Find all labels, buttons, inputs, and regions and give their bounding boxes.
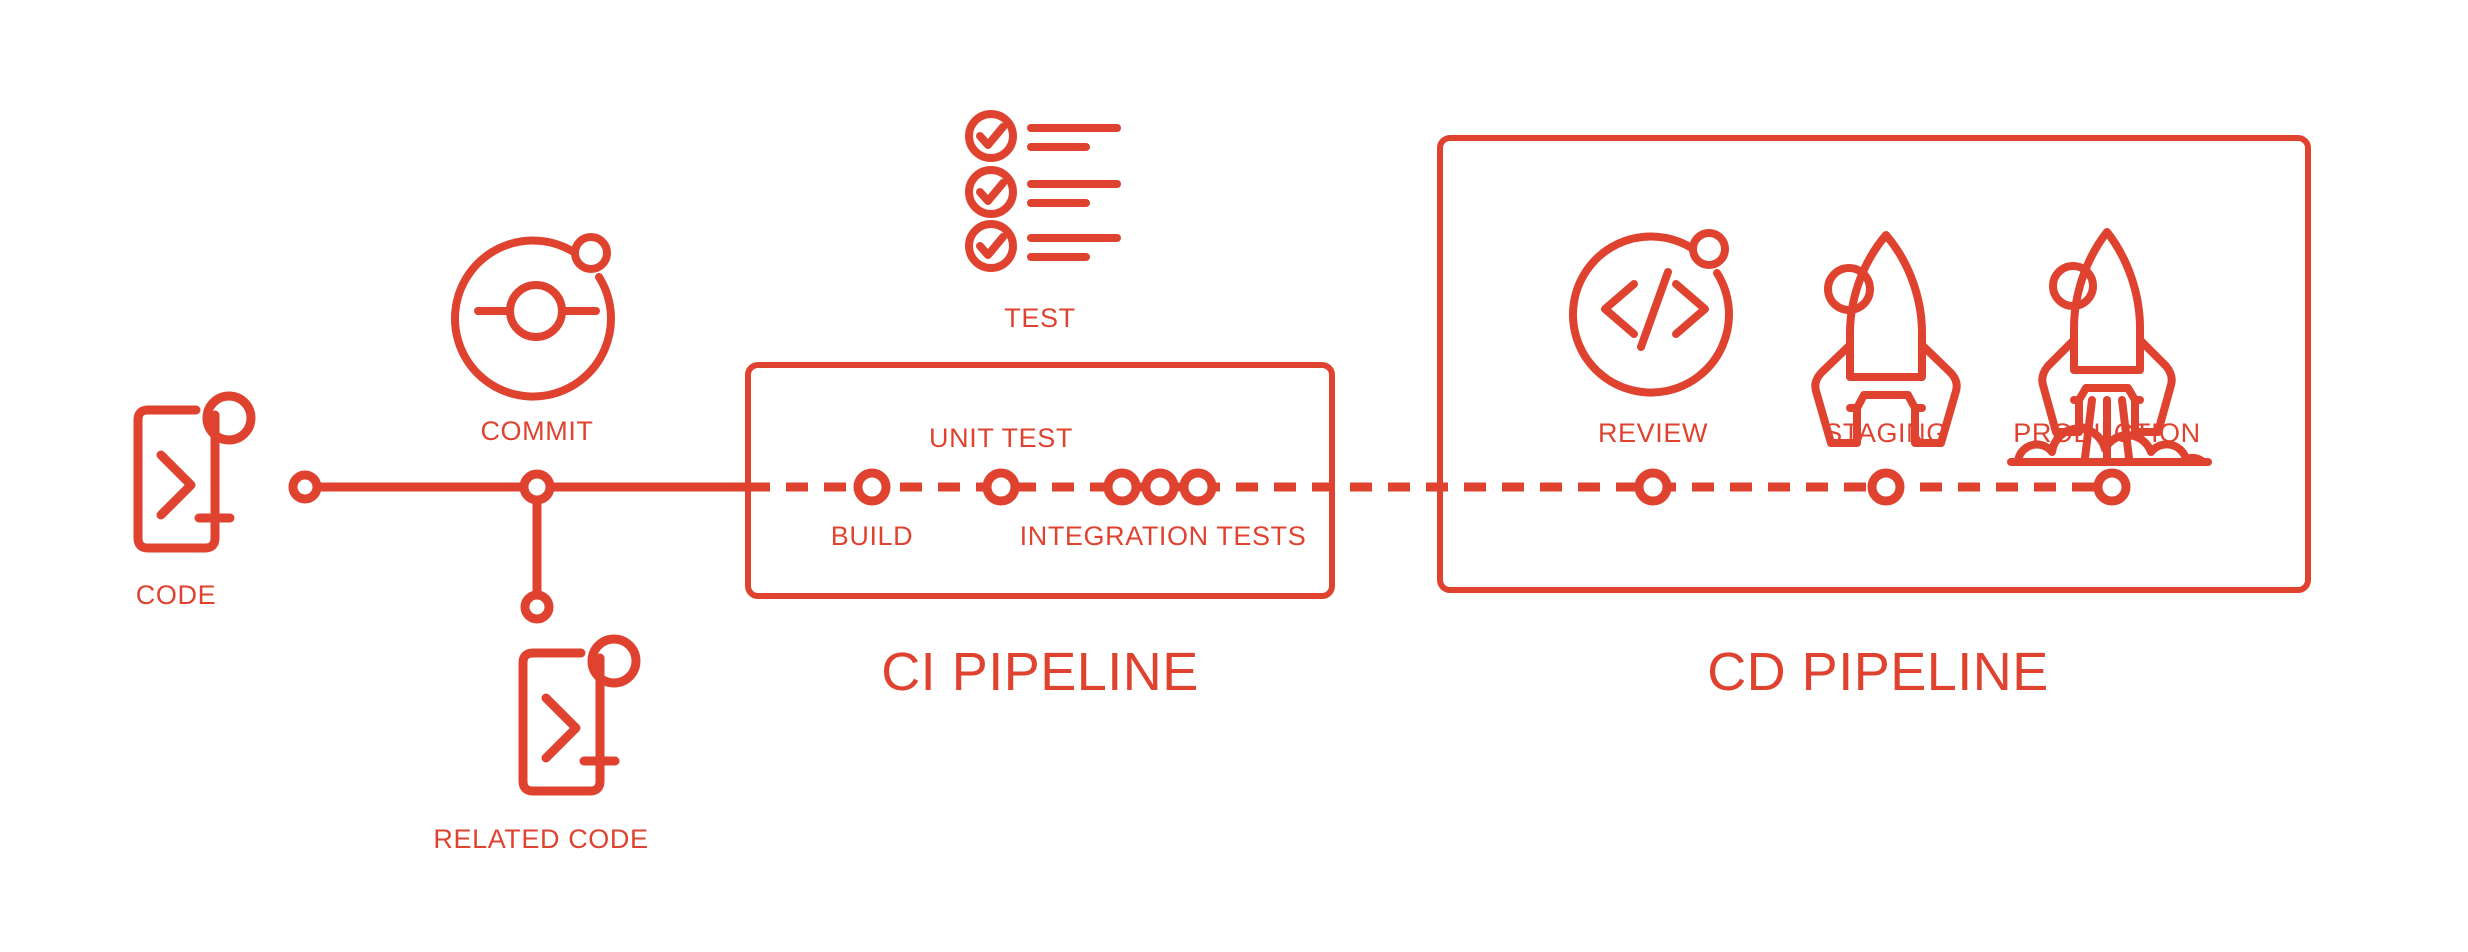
node-integration-test-3[interactable] xyxy=(1179,468,1217,506)
code-review-icon xyxy=(1569,229,1733,397)
node-review[interactable] xyxy=(1634,468,1672,506)
cd-pipeline-box xyxy=(1437,135,2311,593)
node-build[interactable] xyxy=(853,468,891,506)
label-build: BUILD xyxy=(831,521,914,551)
label-code: CODE xyxy=(136,580,216,610)
ci-pipeline-box xyxy=(745,362,1335,599)
node-commit[interactable] xyxy=(519,469,555,505)
label-integration-tests: INTEGRATION TESTS xyxy=(1020,521,1307,551)
label-related-code: RELATED CODE xyxy=(433,824,648,854)
rocket-icon xyxy=(1811,231,1961,447)
title-cd-pipeline: CD PIPELINE xyxy=(1707,642,2049,702)
label-production: PRODUCTION xyxy=(2013,418,2201,448)
rocket-launch-icon xyxy=(2007,228,2212,466)
label-test: TEST xyxy=(1004,303,1075,333)
node-related-code[interactable] xyxy=(520,590,554,624)
node-integration-test-2[interactable] xyxy=(1141,468,1179,506)
label-staging: STAGING xyxy=(1824,418,1948,448)
node-code[interactable] xyxy=(288,470,322,504)
node-staging[interactable] xyxy=(1867,468,1905,506)
label-commit: COMMIT xyxy=(480,416,593,446)
title-ci-pipeline: CI PIPELINE xyxy=(881,642,1199,702)
terminal-code-icon-related xyxy=(518,634,641,796)
node-production[interactable] xyxy=(2093,468,2131,506)
terminal-code-icon xyxy=(133,391,256,553)
label-review: REVIEW xyxy=(1598,418,1708,448)
node-integration-test-1[interactable] xyxy=(1103,468,1141,506)
checklist-icon xyxy=(965,110,1121,272)
commit-node-icon xyxy=(451,233,615,401)
label-unit-test: UNIT TEST xyxy=(929,423,1073,453)
node-unit-test[interactable] xyxy=(982,468,1020,506)
